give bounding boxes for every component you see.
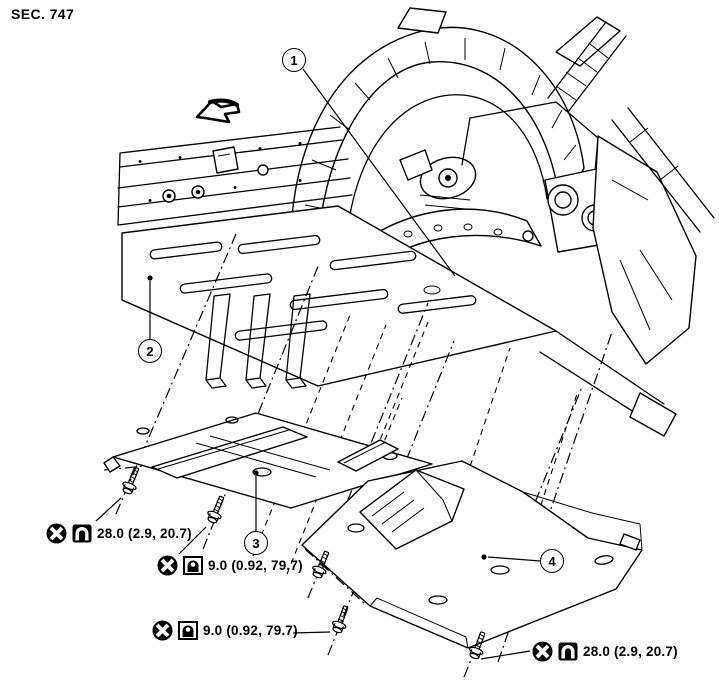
wheel-housing xyxy=(289,7,585,260)
wrench-nut-icon xyxy=(72,524,92,543)
callout-circle-2: 2 xyxy=(138,339,162,363)
ladder-frame xyxy=(547,16,715,233)
torque-spec-row: 9.0 (0.92, 79.7) xyxy=(157,555,303,576)
leader-line-callout-4 xyxy=(487,556,541,562)
bolt-icon xyxy=(119,464,144,497)
circle-x-icon xyxy=(532,641,553,662)
callout-label: 3 xyxy=(252,535,260,551)
floor-panel xyxy=(121,205,677,437)
wrench-nut-dot-icon xyxy=(178,621,198,640)
torque-value-label: 28.0 (2.9, 20.7) xyxy=(583,644,678,659)
undercover-left xyxy=(103,412,433,509)
bolt-icon xyxy=(329,603,354,636)
cowl-side-panel xyxy=(592,135,697,365)
torque-spec-row: 9.0 (0.92, 79.7) xyxy=(152,620,298,641)
side-member-rails xyxy=(117,126,353,226)
callout-circle-1: 1 xyxy=(282,48,306,72)
leader-lines xyxy=(95,68,541,660)
bolt-icon xyxy=(204,493,229,526)
leader-line-torque-1 xyxy=(95,497,122,522)
tunnel-braces xyxy=(205,293,311,389)
callout-label: 1 xyxy=(290,52,298,68)
leader-line-torque-3 xyxy=(292,631,331,634)
wrench-nut-icon xyxy=(558,642,578,661)
torque-value-label: 9.0 (0.92, 79.7) xyxy=(208,558,303,573)
circle-x-icon xyxy=(157,555,178,576)
callout-circle-3: 3 xyxy=(244,531,268,555)
callout-circle-4: 4 xyxy=(540,549,564,573)
undercover-right xyxy=(301,439,643,649)
circle-x-icon xyxy=(152,620,173,641)
front-direction-arrow-icon xyxy=(195,98,241,124)
wrench-nut-dot-icon xyxy=(183,556,203,575)
callout-label: 2 xyxy=(146,343,154,359)
circle-x-icon xyxy=(46,523,67,544)
torque-value-label: 9.0 (0.92, 79.7) xyxy=(203,623,298,638)
torque-spec-row: 28.0 (2.9, 20.7) xyxy=(46,523,192,544)
leader-line-torque-4 xyxy=(480,650,531,660)
leader-line-callout-1 xyxy=(302,68,456,277)
callout-label: 4 xyxy=(548,553,556,569)
leader-line-torque-2 xyxy=(178,526,207,555)
torque-spec-row: 28.0 (2.9, 20.7) xyxy=(532,641,678,662)
section-label: SEC. 747 xyxy=(11,6,75,22)
torque-value-label: 28.0 (2.9, 20.7) xyxy=(97,526,192,541)
